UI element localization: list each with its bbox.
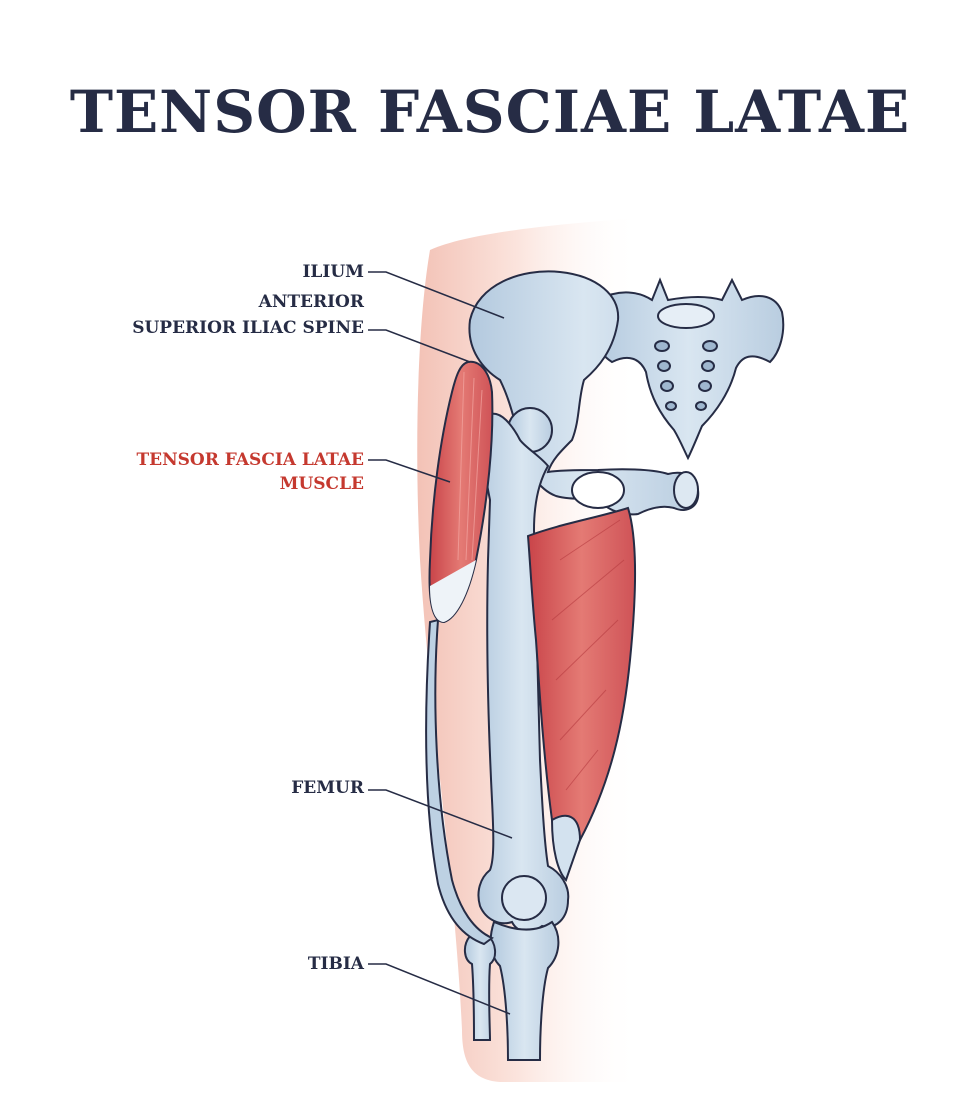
- ilium-label: ILIUM: [302, 262, 364, 282]
- tibia: [464, 920, 560, 1061]
- asis-label-line1: ANTERIOR: [258, 292, 364, 312]
- sacrum: [592, 277, 785, 461]
- tensor-fascia-latae-muscle: [425, 360, 494, 946]
- asis-leader: [368, 329, 471, 363]
- asis-label-line2: SUPERIOR ILIAC SPINE: [132, 318, 364, 338]
- tibia-leader: [368, 963, 511, 1015]
- diagram-title: TENSOR FASCIAE LATAE: [69, 78, 911, 146]
- tfl-leader: [368, 459, 451, 483]
- femur-label: FEMUR: [291, 778, 364, 798]
- tibia-label: TIBIA: [307, 954, 364, 974]
- femur-leader: [368, 789, 513, 839]
- tfl-label-line1: TENSOR FASCIA LATAE: [136, 450, 365, 470]
- leader-lines: [368, 271, 513, 1015]
- ilium-leader: [368, 271, 505, 319]
- tfl-label-line2: MUSCLE: [279, 474, 364, 494]
- thigh-muscle-group: [526, 506, 636, 882]
